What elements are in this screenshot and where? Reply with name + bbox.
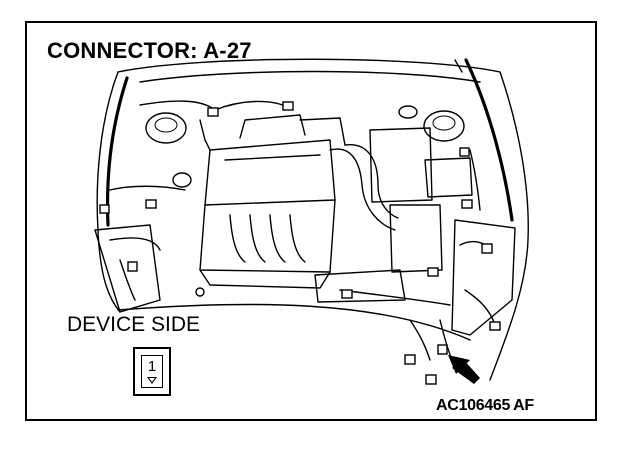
intake-hoses xyxy=(299,117,399,231)
connector-title: CONNECTOR: A-27 xyxy=(47,38,252,63)
harness-connectors xyxy=(99,101,501,385)
reservoir-caps xyxy=(145,105,465,188)
pin-number: 1 xyxy=(147,358,157,375)
figure-code-main: AC106465 xyxy=(436,397,511,414)
fender-panels xyxy=(94,219,516,341)
device-side-label: DEVICE SIDE xyxy=(67,313,201,336)
battery-area xyxy=(314,127,473,303)
diagram-frame xyxy=(25,21,597,421)
triangle-marker-icon xyxy=(147,377,157,384)
vehicle-body-outline xyxy=(96,58,529,381)
connector-pointer-arrow xyxy=(448,355,480,384)
connector-cavity: 1 xyxy=(141,355,163,388)
engine-block xyxy=(195,114,336,297)
connector-face-symbol: 1 xyxy=(133,347,171,396)
wiring-harness xyxy=(109,59,496,361)
figure-code-suffix: AF xyxy=(513,397,534,414)
